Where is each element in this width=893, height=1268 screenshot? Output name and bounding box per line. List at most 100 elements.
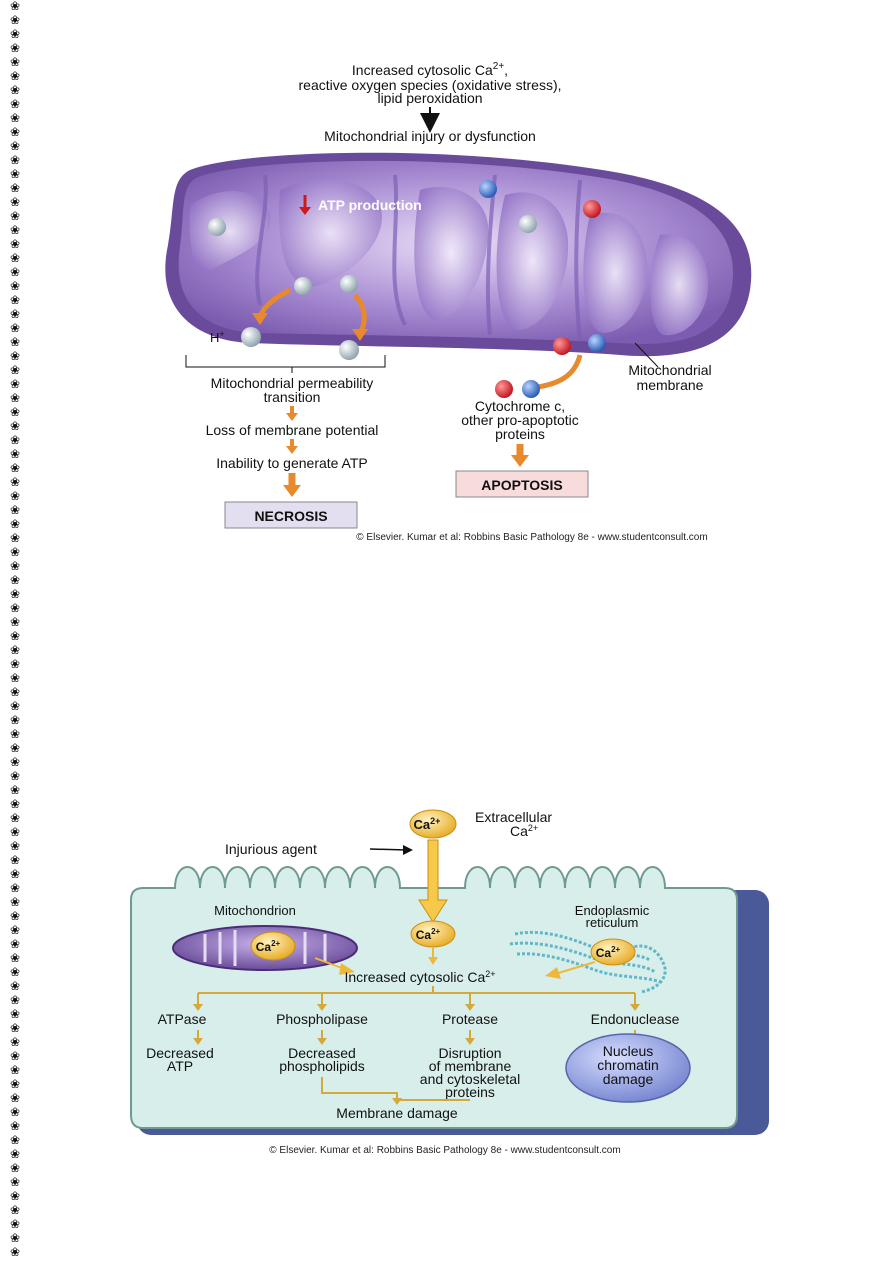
border-flower-icon: ❀ xyxy=(10,209,20,223)
released-ion xyxy=(241,327,261,347)
border-flower-icon: ❀ xyxy=(10,965,20,979)
border-flower-icon: ❀ xyxy=(10,1203,20,1217)
border-flower-icon: ❀ xyxy=(10,867,20,881)
bracket xyxy=(185,355,386,368)
decreased-pl-line2: phospholipids xyxy=(279,1058,365,1074)
orange-arrow-icon xyxy=(286,446,298,454)
orange-arrow-icon xyxy=(283,485,301,497)
cytochrome-c-particle xyxy=(495,380,513,398)
border-flower-icon: ❀ xyxy=(10,755,20,769)
atp-down-arrow-icon xyxy=(299,207,311,215)
protein-particle xyxy=(479,180,497,198)
border-flower-icon: ❀ xyxy=(10,573,20,587)
border-flower-icon: ❀ xyxy=(10,839,20,853)
membrane-damage-label: Membrane damage xyxy=(336,1105,458,1121)
increased-cytosolic-label: Increased cytosolic Ca2+ xyxy=(344,969,495,985)
protein-particle xyxy=(588,334,606,352)
border-flower-icon: ❀ xyxy=(10,167,20,181)
mito-ca-ion xyxy=(250,931,296,961)
border-flower-icon: ❀ xyxy=(10,545,20,559)
border-flower-icon: ❀ xyxy=(10,503,20,517)
mpt-label-line2: transition xyxy=(264,389,321,405)
phospholipase-label: Phospholipase xyxy=(276,1011,368,1027)
er-label-line2: reticulum xyxy=(586,915,639,930)
border-flower-icon: ❀ xyxy=(10,923,20,937)
ion-particle xyxy=(208,218,226,236)
atpase-label: ATPase xyxy=(158,1011,207,1027)
disruption-line3: and cytoskeletal xyxy=(420,1071,520,1087)
border-flower-icon: ❀ xyxy=(10,657,20,671)
ca-influx-arrow-icon xyxy=(418,839,448,923)
border-flower-icon: ❀ xyxy=(10,139,20,153)
border-flower-icon: ❀ xyxy=(10,1035,20,1049)
border-flower-icon: ❀ xyxy=(10,1147,20,1161)
top-label-line2: reactive oxygen species (oxidative stres… xyxy=(299,77,562,93)
mitochondrial-injury-diagram: Increased cytosolic Ca2+, reactive oxyge… xyxy=(165,61,752,543)
border-flower-icon: ❀ xyxy=(10,321,20,335)
border-flower-icon: ❀ xyxy=(10,1231,20,1245)
border-flower-icon: ❀ xyxy=(10,419,20,433)
protein-particle xyxy=(583,200,601,218)
mito-injury-label: Mitochondrial injury or dysfunction xyxy=(324,128,536,144)
border-flower-icon: ❀ xyxy=(10,237,20,251)
border-flower-icon: ❀ xyxy=(10,769,20,783)
border-flower-icon: ❀ xyxy=(10,125,20,139)
border-flower-icon: ❀ xyxy=(10,1049,20,1063)
border-flower-icon: ❀ xyxy=(10,783,20,797)
border-flower-icon: ❀ xyxy=(10,615,20,629)
border-flower-icon: ❀ xyxy=(10,531,20,545)
extracellular-ca-ion xyxy=(409,809,457,839)
h-plus-label: H+ xyxy=(210,329,225,345)
necrosis-label: NECROSIS xyxy=(254,508,327,524)
border-flower-icon: ❀ xyxy=(10,853,20,867)
orange-arrow-icon xyxy=(252,313,268,325)
credit-line-2: © Elsevier. Kumar et al: Robbins Basic P… xyxy=(269,1145,620,1156)
border-flower-icon: ❀ xyxy=(10,909,20,923)
border-flower-icon: ❀ xyxy=(10,1161,20,1175)
border-flower-icon: ❀ xyxy=(10,643,20,657)
endonuclease-label: Endonuclease xyxy=(591,1011,680,1027)
loss-potential-label: Loss of membrane potential xyxy=(206,422,379,438)
cytosolic-ca-label: Ca2+ xyxy=(416,927,441,942)
mitochondrion-illustration xyxy=(165,152,752,357)
border-flower-icon: ❀ xyxy=(10,97,20,111)
atp-production-label: ATP production xyxy=(318,197,422,213)
border-flower-icon: ❀ xyxy=(10,433,20,447)
nucleus-icon xyxy=(565,1033,691,1103)
border-flower-icon: ❀ xyxy=(10,699,20,713)
er-ca-label: Ca2+ xyxy=(596,945,621,960)
border-flower-icon: ❀ xyxy=(10,811,20,825)
apoptosis-label: APOPTOSIS xyxy=(481,477,562,493)
nucleus-line1: Nucleus xyxy=(603,1043,654,1059)
border-flower-icon: ❀ xyxy=(10,377,20,391)
border-flower-icon: ❀ xyxy=(10,447,20,461)
border-flower-icon: ❀ xyxy=(10,55,20,69)
border-flower-icon: ❀ xyxy=(10,741,20,755)
border-flower-icon: ❀ xyxy=(10,1119,20,1133)
disruption-line4: proteins xyxy=(445,1084,495,1100)
border-flower-icon: ❀ xyxy=(10,895,20,909)
border-flower-icon: ❀ xyxy=(10,979,20,993)
border-flower-icon: ❀ xyxy=(10,13,20,27)
disruption-line1: Disruption xyxy=(438,1045,501,1061)
border-flower-icon: ❀ xyxy=(10,951,20,965)
border-flower-icon: ❀ xyxy=(10,1021,20,1035)
border-flower-icon: ❀ xyxy=(10,685,20,699)
border-flower-icon: ❀ xyxy=(10,293,20,307)
mito-membrane-label-line2: membrane xyxy=(637,377,704,393)
border-flower-icon: ❀ xyxy=(10,1007,20,1021)
orange-arrow-icon xyxy=(352,329,368,341)
mitochondrial-injury-figure: Increased cytosolic Ca2+, reactive oxyge… xyxy=(150,55,770,550)
distribution-lines xyxy=(197,986,636,1006)
border-flower-icon: ❀ xyxy=(10,363,20,377)
er-ca-ion xyxy=(590,938,636,966)
cyto-label-line2: other pro-apoptotic xyxy=(461,412,579,428)
border-flower-icon: ❀ xyxy=(10,993,20,1007)
released-ion xyxy=(339,340,359,360)
border-flower-icon: ❀ xyxy=(10,1189,20,1203)
border-flower-icon: ❀ xyxy=(10,1175,20,1189)
border-flower-icon: ❀ xyxy=(10,1091,20,1105)
border-flower-icon: ❀ xyxy=(10,489,20,503)
border-flower-icon: ❀ xyxy=(10,517,20,531)
cyto-label-line1: Cytochrome c, xyxy=(475,398,565,414)
